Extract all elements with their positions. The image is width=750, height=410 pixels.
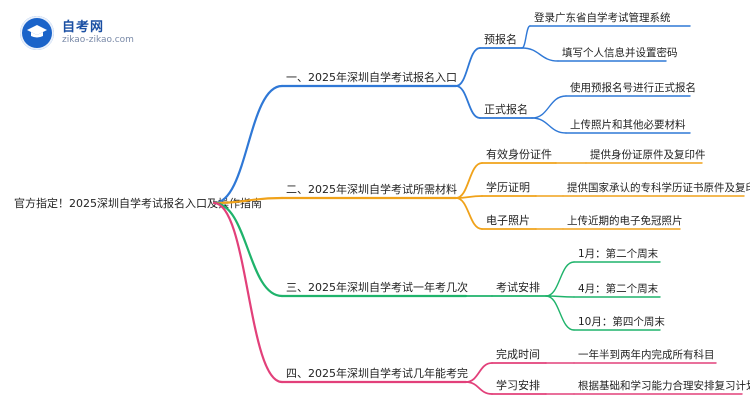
- subtopic-connector: [455, 47, 481, 87]
- root-topic: 官方指定！2025深圳自学考试报名入口及操作指南: [14, 196, 262, 210]
- leaf-connector: [545, 295, 575, 331]
- leaf-label: 填写个人信息并设置密码: [562, 46, 678, 59]
- subtopic-label: 电子照片: [486, 214, 530, 227]
- leaf-label: 登录广东省自学考试管理系统: [534, 11, 671, 24]
- leaf-connector: [531, 95, 567, 119]
- subtopic-connector: [465, 381, 493, 395]
- subtopic-label: 学历证明: [486, 180, 530, 194]
- branch-label: 二、2025年深圳自学考试所需材料: [286, 182, 457, 196]
- subtopic-connector: [465, 362, 493, 383]
- logo-badge-icon: [20, 16, 54, 50]
- subtopic-connector: [455, 162, 483, 199]
- branch-connector: [212, 84, 284, 205]
- leaf-label: 一年半到两年内完成所有科目: [578, 348, 715, 361]
- leaf-connector: [531, 117, 567, 134]
- subtopic-label: 学习安排: [496, 378, 540, 392]
- leaf-label: 上传近期的电子免冠照片: [567, 214, 683, 227]
- leaf-label: 10月：第四个周末: [578, 315, 665, 328]
- branch-label: 四、2025年深圳自学考试几年能考完: [286, 366, 468, 380]
- logo-subtitle: zikao-zikao.com: [62, 35, 134, 45]
- graduation-cap-icon: [27, 25, 47, 38]
- leaf-label: 根据基础和学习能力合理安排复习计划: [578, 379, 750, 392]
- branch-label: 三、2025年深圳自学考试一年考几次: [286, 280, 468, 294]
- subtopic-connector: [455, 85, 481, 119]
- branch-label: 一、2025年深圳自学考试报名入口: [286, 70, 457, 84]
- subtopic-connector: [455, 197, 483, 230]
- branch-connector: [212, 196, 284, 205]
- logo-title: 自考网: [62, 20, 105, 35]
- branch-connector: [212, 201, 284, 298]
- subtopic-label: 正式报名: [484, 102, 528, 116]
- subtopic-label: 完成时间: [496, 347, 540, 361]
- leaf-label: 上传照片和其他必要材料: [570, 118, 686, 131]
- leaf-label: 4月：第二个周末: [578, 282, 659, 295]
- subtopic-label: 预报名: [484, 32, 517, 46]
- leaf-connector: [545, 261, 575, 297]
- leaf-connector: [521, 25, 531, 49]
- subtopic-label: 考试安排: [496, 280, 540, 294]
- subtopic-label: 有效身份证件: [486, 147, 552, 161]
- leaf-label: 使用预报名号进行正式报名: [570, 81, 696, 94]
- branch-connector: [212, 201, 284, 384]
- site-logo: 自考网 zikao-zikao.com: [20, 16, 150, 52]
- leaf-label: 提供国家承认的专科学历证书原件及复印件: [567, 181, 750, 194]
- leaf-connector: [521, 47, 559, 62]
- leaf-label: 提供身份证原件及复印件: [590, 148, 706, 161]
- leaf-label: 1月：第二个周末: [578, 247, 659, 260]
